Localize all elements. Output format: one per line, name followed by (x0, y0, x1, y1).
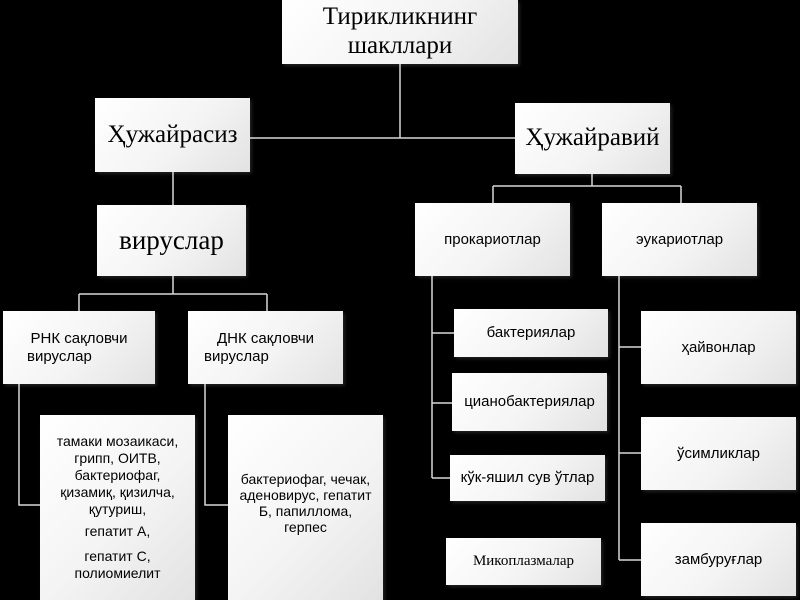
rna-example: грипп, ОИТВ, (74, 450, 161, 467)
eukaryote-item-label: ўсимликлар (677, 444, 760, 462)
dna-viruses-line-2: вируслар (204, 347, 269, 365)
cellular-label: Ҳужайравий (525, 124, 660, 152)
connector-dna-examples (204, 384, 228, 506)
root-line-2: шакллари (347, 32, 453, 59)
prokaryote-item-cyanobacteria: цианобактериялар (452, 373, 607, 431)
rna-example: гепатит С, (84, 548, 151, 565)
prokaryote-item-bluegreen-algae: кўк-яшил сув ўтлар (450, 455, 605, 501)
eukaryote-item-label: ҳайвонлар (681, 338, 756, 356)
rna-example: гепатит А, (84, 523, 151, 540)
connector-rna-examples (18, 384, 40, 506)
eukaryote-item-fungi: замбуруғлар (641, 523, 796, 596)
rna-example: қизамиқ, қизилча, (60, 483, 175, 500)
eukaryote-item-animals: ҳайвонлар (641, 311, 796, 384)
eukaryotes-label: эукариотлар (635, 230, 724, 248)
rna-example: бактериофаг, (74, 466, 161, 483)
dna-viruses-node: ДНК сақловчи вируслар (188, 311, 343, 384)
rna-examples-node: тамаки мозаикаси, грипп, ОИТВ, бактериоф… (40, 415, 195, 600)
rna-example: қутуриш, (88, 500, 147, 517)
dna-example: Б, папиллома, (258, 503, 353, 520)
dna-example: герпес (284, 519, 327, 536)
mycoplasma-node: Микоплазмалар (446, 538, 601, 585)
root-node: Тирикликнинг шакллари (282, 0, 518, 64)
prokaryote-item-label: кўк-яшил сув ўтлар (460, 469, 595, 487)
viruses-node: вируслар (97, 205, 246, 276)
eukaryotes-node: эукариотлар (602, 203, 757, 276)
rna-example: полиомиелит (74, 564, 161, 581)
acellular-label: Ҳужайрасиз (107, 120, 238, 148)
dna-example: бактериофаг, чечак, (240, 471, 371, 487)
dna-viruses-line-1: ДНК сақловчи (216, 330, 315, 348)
mycoplasma-label: Микоплазмалар (472, 552, 575, 569)
dna-example: аденовирус, гепатит (239, 487, 372, 504)
rna-viruses-node: РНК сақловчи вируслар (3, 311, 155, 384)
cellular-node: Ҳужайравий (515, 103, 670, 174)
eukaryote-item-plants: ўсимликлар (641, 417, 796, 490)
prokaryotes-label: прокариотлар (444, 230, 541, 248)
rna-viruses-line-1: РНК сақловчи (30, 330, 128, 348)
rna-viruses-line-2: вируслар (27, 347, 92, 365)
acellular-node: Ҳужайрасиз (95, 98, 250, 172)
prokaryote-item-label: бактериялар (486, 324, 576, 342)
viruses-label: вируслар (119, 224, 224, 255)
prokaryote-item-bacteria: бактериялар (454, 309, 608, 357)
eukaryote-item-label: замбуруғлар (674, 550, 763, 568)
rna-example: тамаки мозаикаси, (56, 433, 179, 450)
dna-examples-node: бактериофаг, чечак, аденовирус, гепатит … (228, 415, 383, 600)
prokaryote-item-label: цианобактериялар (464, 393, 595, 411)
prokaryotes-node: прокариотлар (415, 203, 570, 276)
root-line-1: Тирикликнинг (322, 3, 478, 31)
